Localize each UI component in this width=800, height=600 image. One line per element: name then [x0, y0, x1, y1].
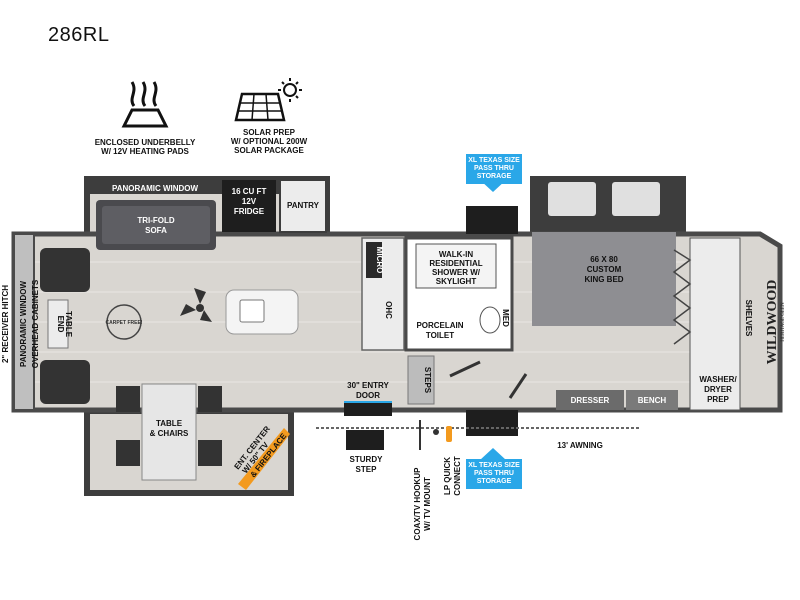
shower-label-1: WALK-IN [439, 250, 473, 259]
wardrobe [689, 237, 741, 411]
bath-sink [479, 306, 501, 334]
pantry-label: PANTRY [287, 201, 320, 210]
sturdy-step-label-2: STEP [356, 465, 378, 474]
storage-callout-bottom: XL TEXAS SIZE PASS THRU STORAGE [466, 459, 522, 489]
model-number: 286RL [48, 24, 110, 46]
washer-label-2: DRYER [704, 385, 732, 394]
underbelly-label: ENCLOSED UNDERBELLY W/ 12V HEATING PADS [94, 138, 196, 156]
bed-label-1: 66 X 80 [590, 255, 618, 264]
solar-label: SOLAR PREP W/ OPTIONAL 200W SOLAR PACKAG… [230, 128, 308, 155]
shelves-label: SHELVES [744, 300, 753, 337]
front-window-label: PANORAMIC WINDOW [19, 281, 28, 368]
fridge-label-1: 16 CU FT [232, 187, 267, 196]
sofa-label-1: TRI-FOLD [137, 216, 175, 225]
steps [407, 355, 435, 405]
shower-label-4: SKYLIGHT [436, 277, 477, 286]
recliner-bottom [40, 360, 90, 404]
micro-label: MICRO [375, 247, 384, 274]
bench [626, 390, 678, 410]
end-table [47, 299, 69, 349]
toilet-label-2: TOILET [426, 331, 454, 340]
king-bed [532, 232, 676, 326]
steps-label: STEPS [423, 367, 432, 394]
shower-label-3: SHOWER W/ [432, 268, 481, 277]
table-label-2: & CHAIRS [150, 429, 189, 438]
lp-label-2: CONNECT [453, 456, 462, 496]
table-label-1: TABLE [156, 419, 183, 428]
lp-label-1: LP QUICK [443, 457, 452, 495]
end-table-label-1: END [56, 316, 65, 333]
coax-label-1: COAX/TV HOOKUP [413, 467, 422, 541]
dresser-label: DRESSER [571, 396, 610, 405]
dresser [556, 390, 624, 410]
shower-label-2: RESIDENTIAL [429, 259, 482, 268]
front-cabinets-label: OVERHEAD CABINETS [31, 279, 40, 368]
sturdy-step [346, 430, 384, 450]
pantry [279, 179, 327, 233]
shower [415, 243, 497, 289]
washer-label-3: PREP [707, 395, 729, 404]
brand-logo: WILDWOOD [765, 280, 780, 365]
solar-panel-icon [234, 78, 302, 122]
fridge-label-3: FRIDGE [234, 207, 265, 216]
brand-sub: HERITAGE GLEN [781, 302, 786, 342]
fridge [222, 180, 276, 232]
recliner-top [40, 248, 90, 292]
bench-label: BENCH [638, 396, 667, 405]
fridge-label-2: 12V [242, 197, 257, 206]
storage-bottom [466, 410, 518, 436]
sofa-label-2: SOFA [145, 226, 167, 235]
microwave [366, 242, 382, 278]
sturdy-step-label-1: STURDY [350, 455, 384, 464]
carpet-free-label: CARPET FREE! [106, 320, 143, 326]
storage-top [466, 206, 518, 234]
ohc-label: OHC [384, 301, 393, 319]
end-table-label-2: TABLE [64, 311, 73, 338]
awning-label: 13' AWNING [557, 441, 603, 450]
entry-door [344, 402, 392, 416]
sink [239, 299, 265, 323]
arrow-up-icon [480, 448, 506, 460]
arrow-down-icon [480, 180, 506, 192]
entry-door-label-1: 30" ENTRY [347, 381, 389, 390]
dining-table [141, 383, 197, 481]
heating-icon [121, 81, 169, 128]
coax-label-2: W/ TV MOUNT [423, 477, 432, 531]
entry-door-label-2: DOOR [356, 391, 380, 400]
tv-fireplace [238, 428, 290, 490]
ceiling-fan-icon [180, 288, 212, 322]
toilet-label-1: PORCELAIN [416, 321, 463, 330]
storage-callout-top: XL TEXAS SIZE PASS THRU STORAGE [466, 154, 522, 184]
hitch-label: 2" RECEIVER HITCH [1, 285, 10, 363]
carpet-free-badge [106, 304, 142, 340]
washer-label-1: WASHER/ [699, 375, 737, 384]
bed-label-2: CUSTOM [587, 265, 622, 274]
med-label: MED [501, 309, 510, 327]
panoramic-window-label: PANORAMIC WINDOW [112, 184, 199, 193]
bed-label-3: KING BED [584, 275, 623, 284]
